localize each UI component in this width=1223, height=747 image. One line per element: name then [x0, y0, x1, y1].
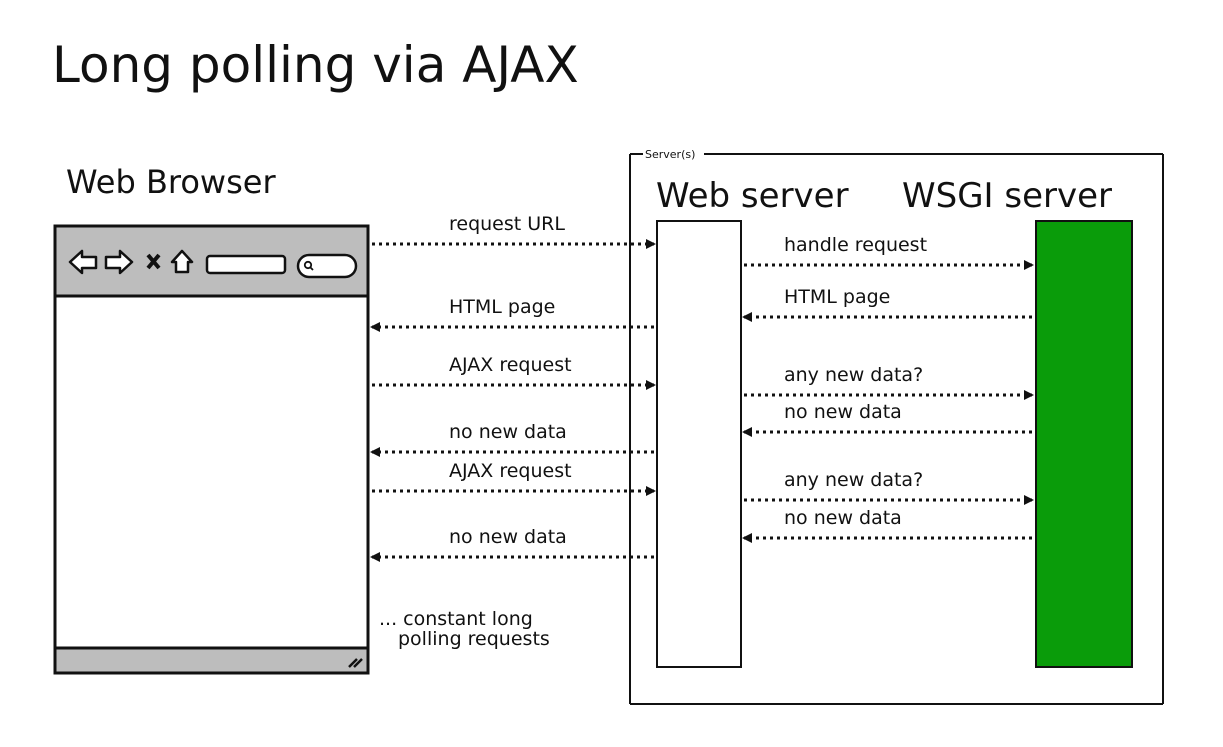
forward-arrow-icon[interactable] — [104, 249, 134, 275]
search-icon — [303, 260, 313, 270]
browser-msg-label-1: request URL — [449, 213, 565, 235]
servers-group: Server(s) — [629, 148, 1164, 705]
address-bar[interactable] — [205, 254, 287, 275]
web-server-lifeline — [656, 220, 742, 668]
browser-msg-label-5: AJAX request — [449, 460, 572, 482]
servers-group-label: Server(s) — [645, 148, 695, 161]
close-x-icon[interactable] — [146, 253, 161, 270]
web-server-label: Web server — [656, 176, 849, 216]
footer-note-line2: polling requests — [398, 628, 550, 650]
browser-statusbar — [53, 646, 370, 675]
resize-grip-icon[interactable] — [348, 658, 363, 668]
browser-msg-label-6: no new data — [449, 526, 567, 548]
browser-msg-label-3: AJAX request — [449, 354, 572, 376]
wsgi-server-label: WSGI server — [902, 176, 1112, 216]
server-msg-label-3: any new data? — [784, 364, 923, 386]
server-msg-label-2: HTML page — [784, 286, 890, 308]
browser-msg-label-2: HTML page — [449, 296, 555, 318]
server-msg-label-5: any new data? — [784, 469, 923, 491]
browser-label: Web Browser — [66, 163, 276, 201]
server-msg-label-6: no new data — [784, 507, 902, 529]
home-icon[interactable] — [170, 249, 194, 274]
browser-msg-label-4: no new data — [449, 421, 567, 443]
footer-note: ... constant long polling requests — [379, 608, 550, 650]
browser-window — [53, 224, 370, 675]
wsgi-server-lifeline — [1035, 220, 1133, 668]
back-arrow-icon[interactable] — [68, 249, 98, 275]
server-msg-label-4: no new data — [784, 401, 902, 423]
page-title: Long polling via AJAX — [52, 36, 579, 94]
browser-frame — [53, 224, 370, 675]
footer-note-line1: ... constant long — [379, 608, 533, 630]
server-msg-label-1: handle request — [784, 234, 927, 256]
search-pill[interactable] — [296, 253, 358, 279]
